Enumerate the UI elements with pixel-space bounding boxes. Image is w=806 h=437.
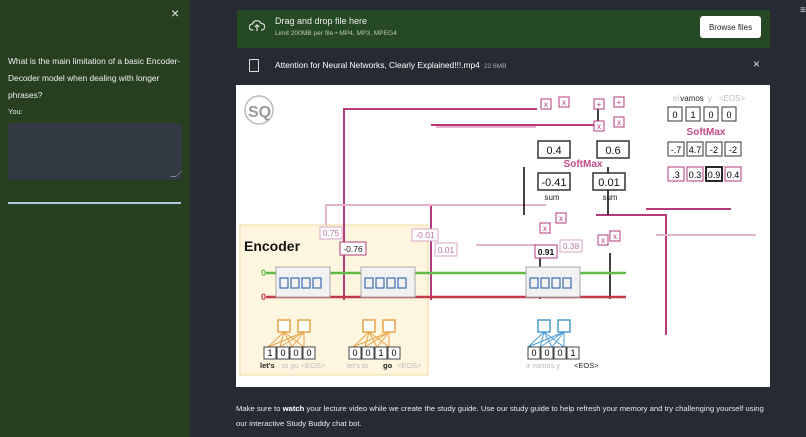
- enc-word-lets: let's: [260, 361, 275, 370]
- op-plus-1: +: [597, 100, 602, 109]
- prob-3: 0.9: [708, 170, 721, 180]
- uploader-title: Drag and drop file here: [275, 16, 368, 26]
- faded-connections: [325, 126, 756, 246]
- operator-nodes: x x + + x x x x x x: [539, 96, 625, 246]
- encoder-title: Encoder: [244, 238, 301, 254]
- score-5: 0.91: [538, 247, 555, 257]
- input-captions: let's to go <EOS> let's to go <EOS> ir v…: [260, 361, 599, 370]
- sidebar-divider: [8, 202, 181, 204]
- embedding-units: [267, 319, 571, 348]
- lstm-units: [275, 266, 581, 298]
- video-frame[interactable]: SQ Encoder x x + + x x: [236, 85, 770, 387]
- file-icon: [249, 59, 259, 72]
- chat-input[interactable]: [8, 123, 182, 180]
- onehot-4: 0: [726, 110, 731, 120]
- softmax-label-right: SoftMax: [687, 127, 726, 138]
- attention-connections: [343, 108, 731, 335]
- attention-diagram: SQ Encoder x x + + x x: [239, 94, 756, 376]
- sq-logo: SQ: [244, 95, 274, 125]
- file-name: Attention for Neural Networks, Clearly E…: [275, 60, 507, 70]
- sum-label-2: sum: [602, 193, 617, 202]
- attn-value-2: 0.6: [605, 145, 620, 157]
- sidebar: × What is the main limitation of a basic…: [0, 0, 190, 437]
- input-one-hot: 1 0 0 0 0 0 1 0 0 0 0 1: [263, 346, 580, 360]
- output-word-4: <EOS>: [719, 94, 746, 103]
- instructions-caption: Make sure to watch your lecture video wh…: [236, 401, 776, 431]
- dec-bit-1: 0: [531, 348, 536, 358]
- svg-text:SQ: SQ: [248, 104, 271, 121]
- score-4: 0.01: [438, 245, 455, 255]
- score-3: -0.01: [415, 230, 435, 240]
- enc-word-pre-2: let's to: [347, 361, 368, 370]
- op-x-7: x: [613, 232, 617, 241]
- op-x-2: x: [562, 98, 566, 107]
- uploaded-file-row: Attention for Neural Networks, Clearly E…: [237, 56, 770, 76]
- file-size: 22.6MB: [483, 63, 507, 70]
- score-6: 0.38: [563, 241, 580, 251]
- zero-label-2: 0: [261, 292, 266, 302]
- sidebar-close-icon[interactable]: ×: [171, 5, 180, 21]
- enc-word-eos: <EOS>: [397, 361, 422, 370]
- output-word-1: el: [673, 94, 679, 103]
- enc2-bit-3: 1: [378, 348, 383, 358]
- caption-pre: Make sure to: [236, 404, 283, 413]
- op-x-1: x: [544, 100, 548, 109]
- sum-label-1: sum: [544, 193, 559, 202]
- enc-word-rest-1: to go <EOS>: [282, 361, 326, 370]
- enc1-bit-1: 1: [267, 348, 272, 358]
- dec-bit-3: 0: [557, 348, 562, 358]
- enc1-bit-4: 0: [306, 348, 311, 358]
- onehot-1: 0: [672, 110, 677, 120]
- caption-post: your lecture video while we create the s…: [236, 404, 764, 428]
- prob-1: .3: [672, 170, 680, 180]
- file-name-text: Attention for Neural Networks, Clearly E…: [275, 60, 480, 70]
- logit-1: -.7: [671, 145, 682, 155]
- dec-word-pre: ir vamos y: [526, 361, 560, 370]
- score-1: 0.75: [323, 228, 340, 238]
- sum-value-2: 0.01: [598, 177, 619, 189]
- prob-4: 0.4: [727, 170, 740, 180]
- dec-bit-2: 0: [544, 348, 549, 358]
- op-plus-2: +: [617, 98, 622, 107]
- caption-bold: watch: [282, 404, 305, 413]
- attn-value-1: 0.4: [546, 145, 561, 157]
- output-word-3: y: [708, 94, 712, 103]
- enc1-bit-3: 0: [293, 348, 298, 358]
- output-side: el vamos y <EOS> 0 1 0 0 SoftMax -.7 4.7…: [667, 94, 746, 182]
- dec-word-eos: <EOS>: [574, 361, 599, 370]
- enc2-bit-1: 0: [352, 348, 357, 358]
- logit-3: -2: [710, 145, 718, 155]
- dec-bit-4: 1: [570, 348, 575, 358]
- onehot-3: 0: [708, 110, 713, 120]
- remove-file-icon[interactable]: ×: [752, 57, 760, 71]
- cloud-upload-icon: [249, 20, 265, 31]
- op-x-6: x: [543, 224, 547, 233]
- prob-2: 0.3: [689, 170, 702, 180]
- attention-values: 0.4 0.6 SoftMax -0.41 0.01 sum sum: [537, 140, 630, 202]
- study-question: What is the main limitation of a basic E…: [8, 56, 181, 100]
- score-labels: 0.75 -0.76 -0.01 0.01 0.91 0.38: [319, 226, 583, 259]
- softmax-label-left: SoftMax: [564, 159, 603, 170]
- logit-2: 4.7: [689, 145, 702, 155]
- output-word-2: vamos: [680, 94, 704, 103]
- op-x-8: x: [601, 236, 605, 245]
- op-x-5: x: [559, 214, 563, 223]
- enc-word-go: go: [383, 361, 393, 370]
- onehot-2: 1: [690, 110, 695, 120]
- logit-4: -2: [729, 145, 737, 155]
- browse-files-button[interactable]: Browse files: [700, 16, 761, 38]
- op-x-3: x: [597, 122, 601, 131]
- chat-input-label: You:: [8, 107, 23, 116]
- sum-value-1: -0.41: [541, 177, 566, 189]
- enc1-bit-2: 0: [280, 348, 285, 358]
- op-x-4: x: [617, 118, 621, 127]
- enc2-bit-2: 0: [365, 348, 370, 358]
- uploader-limit: Limit 200MB per file • MP4, MP3, MPEG4: [275, 30, 397, 37]
- zero-label-1: 0: [261, 268, 266, 278]
- file-uploader[interactable]: Drag and drop file here Limit 200MB per …: [237, 10, 770, 48]
- main-menu-icon[interactable]: ≡: [800, 5, 806, 16]
- score-2: -0.76: [343, 244, 363, 254]
- enc2-bit-4: 0: [391, 348, 396, 358]
